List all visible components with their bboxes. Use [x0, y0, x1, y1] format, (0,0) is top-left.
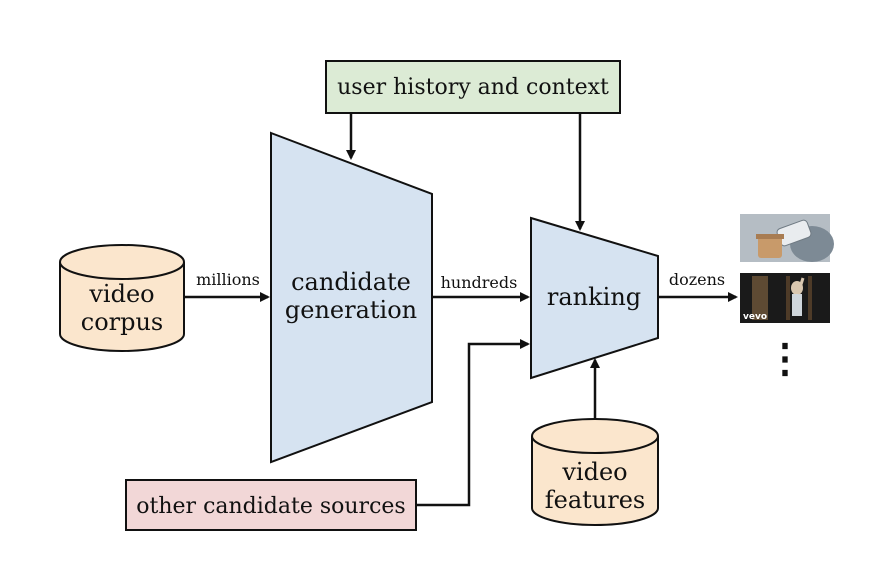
candidate-generation-label-line2: generation	[285, 296, 417, 324]
edge-label-millions: millions	[196, 270, 260, 289]
video-corpus-label-line2: corpus	[81, 308, 164, 336]
arrow-other-sources-to-ranking	[416, 339, 530, 507]
candidate-generation-label-line1: candidate	[291, 268, 411, 296]
vevo-logo-text: vevo	[743, 312, 767, 322]
edge-label-hundreds: hundreds	[441, 273, 518, 292]
video-features-label-line2: features	[545, 486, 646, 514]
more-results-ellipsis: ⋮	[765, 335, 805, 382]
user-history-box: user history and context	[325, 60, 621, 114]
user-history-label: user history and context	[337, 75, 609, 100]
candidate-generation-funnel: candidate generation	[270, 131, 433, 464]
video-thumbnail-vevo: vevo	[740, 273, 830, 323]
video-features-cylinder: video features	[531, 418, 659, 526]
ranking-funnel: ranking	[530, 216, 659, 380]
video-corpus-cylinder: video corpus	[59, 244, 185, 352]
edge-label-dozens: dozens	[669, 270, 725, 289]
video-corpus-label-line1: video	[88, 280, 154, 308]
video-features-label-line1: video	[561, 458, 627, 486]
ranking-label: ranking	[547, 283, 641, 311]
other-candidate-sources-box: other candidate sources	[125, 479, 417, 531]
video-thumbnail-phone	[740, 214, 834, 262]
other-candidate-sources-label: other candidate sources	[136, 494, 405, 519]
